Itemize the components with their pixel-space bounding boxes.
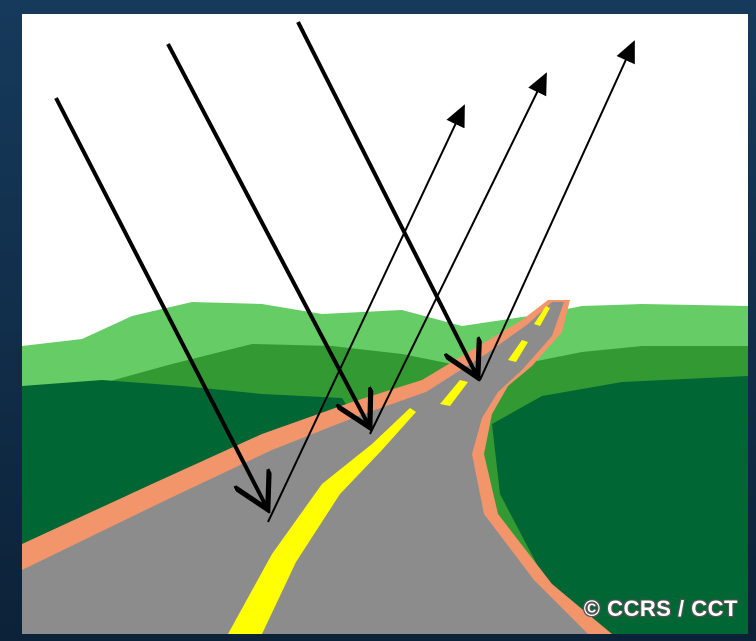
road-reflection-diagram	[22, 14, 748, 634]
diagram-scene: © CCRS / CCT	[22, 14, 748, 634]
copyright-credit: © CCRS / CCT	[584, 596, 738, 622]
